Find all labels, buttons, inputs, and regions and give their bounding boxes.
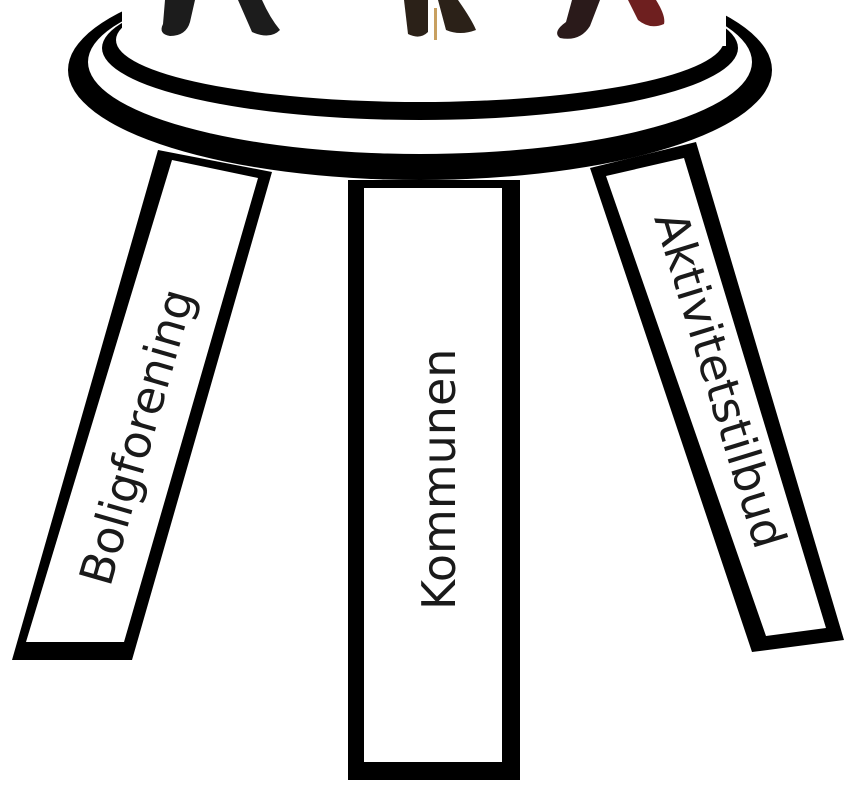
stool-leg-right: Aktivitetstilbud [590,142,844,652]
stool-leg-middle: Kommunen [348,180,520,780]
leg-label-middle: Kommunen [412,349,466,610]
stool-leg-left: Boligforening [12,150,272,660]
